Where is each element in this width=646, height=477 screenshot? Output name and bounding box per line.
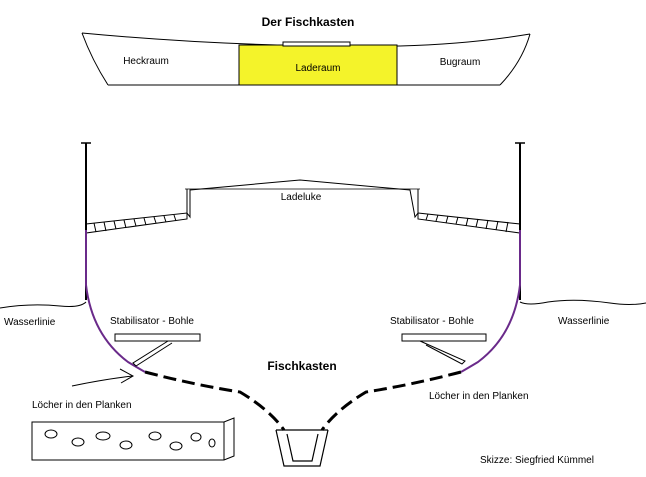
label-bugraum: Bugraum bbox=[440, 57, 481, 68]
deck-beam-left bbox=[85, 212, 188, 234]
cargo-room-box bbox=[238, 44, 398, 86]
fish-box-hull bbox=[144, 370, 462, 431]
holes-arrow bbox=[71, 368, 135, 387]
hull-side-right bbox=[460, 230, 521, 373]
bow-outline bbox=[499, 33, 531, 86]
label-waterline-right: Wasserlinie bbox=[558, 316, 610, 327]
hatch-coaming bbox=[185, 179, 420, 219]
hull-sides bbox=[85, 230, 521, 373]
stanchions bbox=[81, 142, 525, 300]
diagram-title: Der Fischkasten bbox=[262, 15, 355, 29]
water-surface bbox=[0, 299, 646, 309]
label-fischkasten: Fischkasten bbox=[267, 359, 336, 373]
label-holes-left: Löcher in den Planken bbox=[32, 400, 132, 411]
label-stabilizer-right: Stabilisator - Bohle bbox=[390, 316, 474, 327]
hatch-cover-top bbox=[282, 41, 351, 47]
label-waterline-left: Wasserlinie bbox=[4, 317, 56, 328]
perforated-plank bbox=[31, 417, 235, 461]
stern-outline bbox=[81, 32, 109, 86]
label-heckraum: Heckraum bbox=[123, 56, 169, 67]
fish-box-left bbox=[144, 370, 286, 431]
deck-beam-right bbox=[417, 212, 521, 234]
label-laderaum: Laderaum bbox=[295, 63, 340, 74]
stabilizer-left bbox=[114, 333, 201, 367]
label-holes-right: Löcher in den Planken bbox=[429, 391, 529, 402]
stabilizer-right bbox=[401, 333, 487, 365]
label-ladeluke: Ladeluke bbox=[281, 192, 322, 203]
fish-box-right bbox=[320, 370, 462, 431]
sketch-credit: Skizze: Siegfried Kümmel bbox=[480, 455, 594, 466]
label-stabilizer-left: Stabilisator - Bohle bbox=[110, 316, 194, 327]
hull-side-left bbox=[85, 230, 146, 373]
keel bbox=[275, 429, 329, 467]
